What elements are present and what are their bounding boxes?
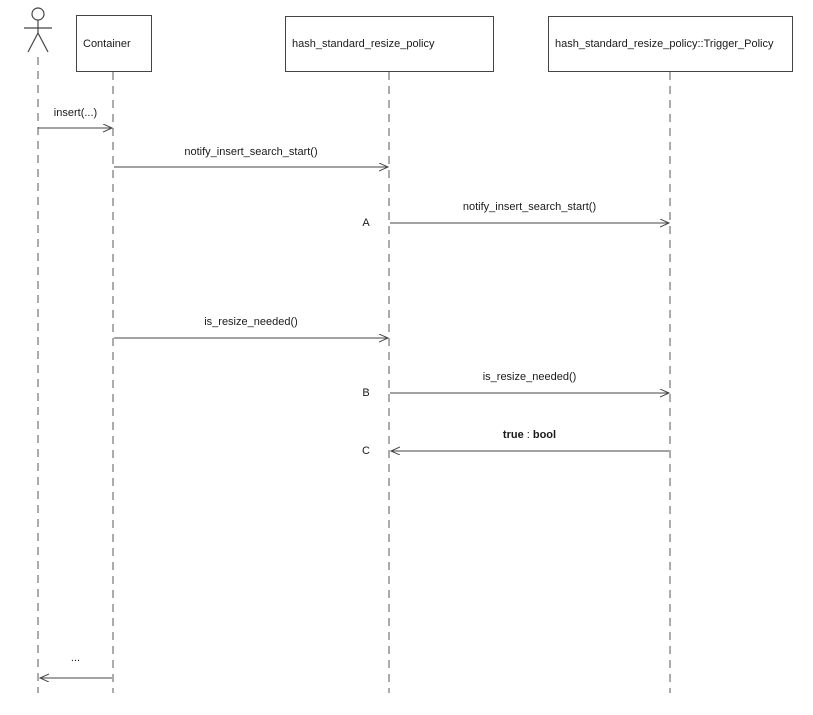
sequence-label-c: C bbox=[362, 445, 370, 457]
return-type: bool bbox=[532, 429, 557, 441]
actor-icon bbox=[24, 7, 52, 53]
participant-box-trigger-policy: hash_standard_resize_policy::Trigger_Pol… bbox=[548, 16, 793, 72]
participant-box-hash-policy: hash_standard_resize_policy bbox=[285, 16, 494, 72]
participant-label: hash_standard_resize_policy bbox=[292, 38, 435, 50]
message-label-notify-2: notify_insert_search_start() bbox=[462, 201, 597, 213]
return-separator: : bbox=[523, 429, 533, 441]
participant-label: Container bbox=[83, 37, 131, 50]
actor-leg-right bbox=[37, 32, 49, 53]
message-label-resize-1: is_resize_needed() bbox=[204, 316, 298, 328]
message-label-insert: insert(...) bbox=[53, 107, 98, 119]
participant-box-container: Container bbox=[76, 15, 152, 72]
participant-label: hash_standard_resize_policy::Trigger_Pol… bbox=[555, 38, 774, 50]
message-label-return-bool: true : bool bbox=[389, 429, 670, 442]
message-label-return-final: ... bbox=[70, 652, 81, 664]
actor-leg-left bbox=[27, 32, 39, 53]
return-value: true bbox=[502, 429, 524, 441]
sequence-label-b: B bbox=[362, 387, 370, 399]
message-label-resize-2: is_resize_needed() bbox=[482, 371, 577, 383]
message-label-notify-1: notify_insert_search_start() bbox=[184, 146, 318, 158]
actor-head bbox=[31, 7, 45, 21]
sequence-label-a: A bbox=[362, 217, 370, 229]
